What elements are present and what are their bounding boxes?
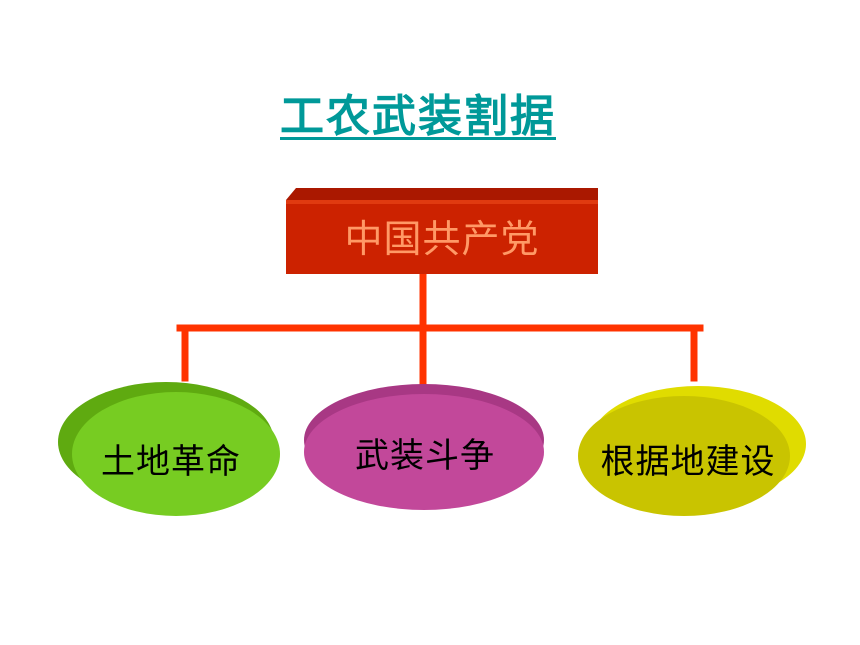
branch-node-label: 武装斗争 bbox=[355, 436, 495, 476]
branch-node-label: 土地革命 bbox=[101, 442, 241, 482]
branch-node-armed-struggle: 武装斗争 bbox=[300, 382, 550, 512]
root-node-label: 中国共产党 bbox=[344, 217, 540, 261]
branch-node-shape bbox=[578, 386, 806, 516]
branch-node-land-revolution: 土地革命 bbox=[56, 378, 286, 520]
branch-node-label: 根据地建设 bbox=[600, 442, 776, 482]
root-node-shape bbox=[286, 188, 598, 274]
root-node: 中国共产党 bbox=[286, 188, 598, 274]
branch-node-shape bbox=[304, 384, 544, 510]
branch-node-base-building: 根据地建设 bbox=[566, 382, 810, 520]
slide-title: 工农武装割据 bbox=[280, 91, 556, 142]
branch-node-shape bbox=[58, 382, 280, 516]
